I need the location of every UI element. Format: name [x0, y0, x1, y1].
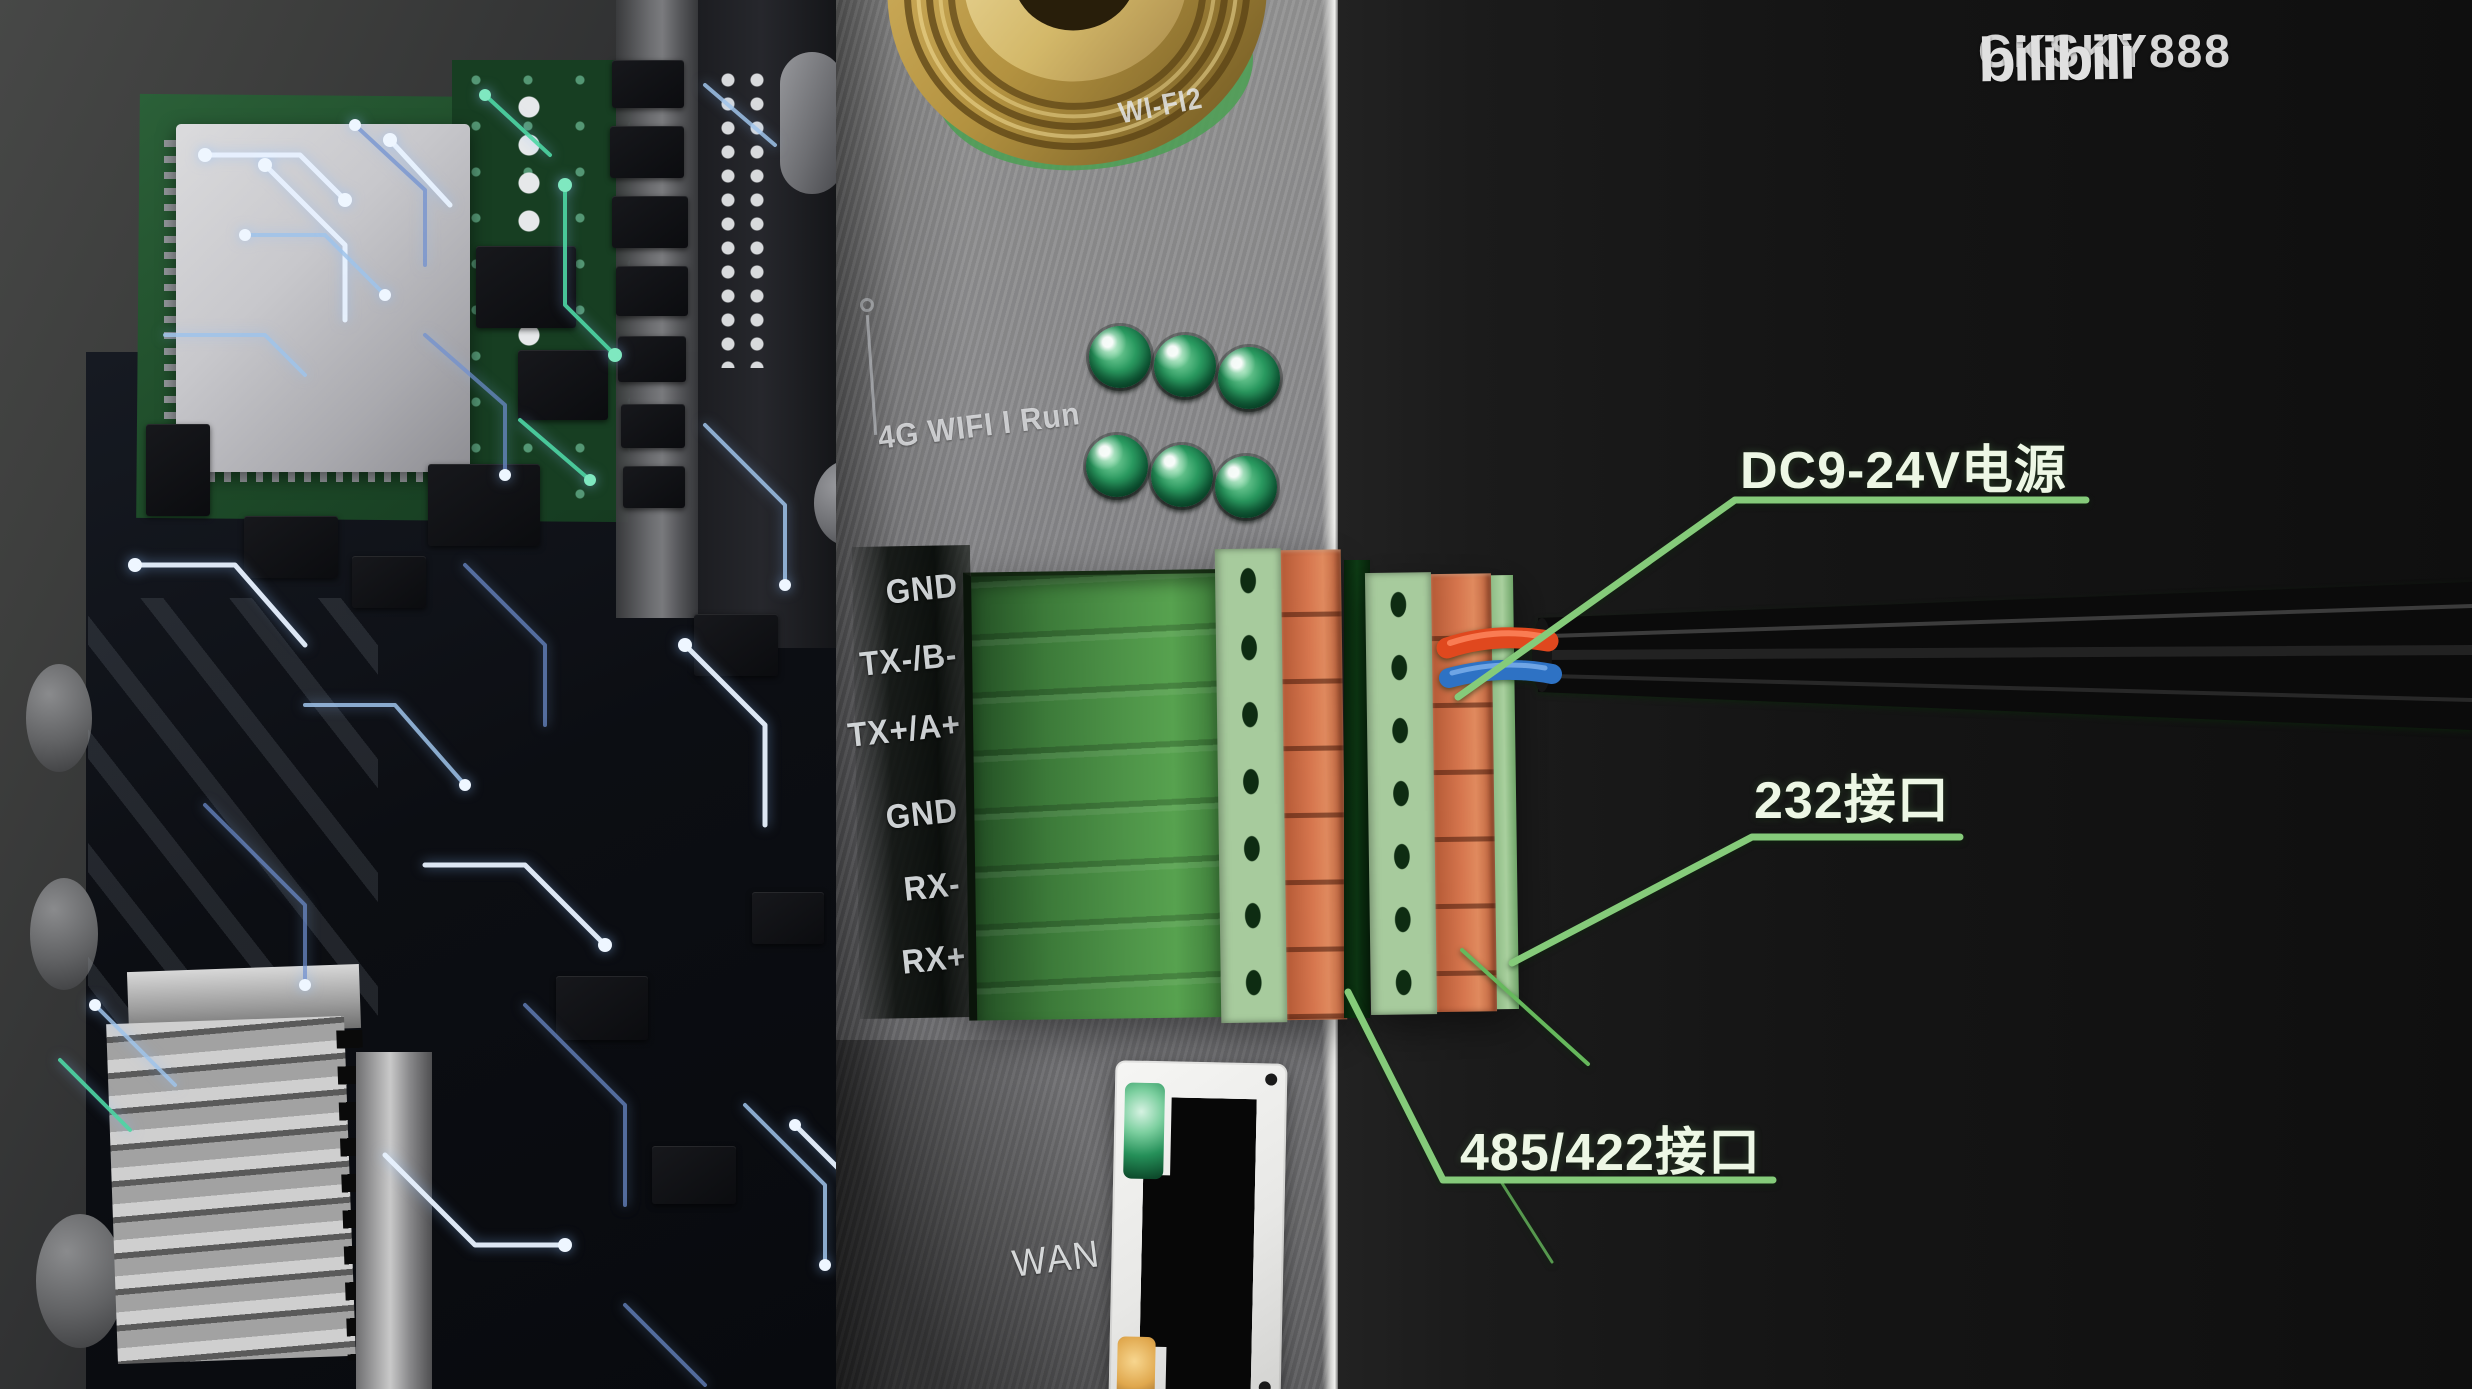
- ic-chip: [610, 126, 684, 178]
- ic-chip: [694, 614, 778, 676]
- ic-chip: [244, 516, 338, 578]
- ic-chip: [146, 424, 210, 516]
- terminal-pin-label: GND: [884, 791, 960, 837]
- status-led-icon: [1154, 335, 1216, 397]
- wan-ethernet-port: [1108, 1060, 1288, 1389]
- status-led-icon: [1218, 347, 1280, 409]
- screw-dot: [1265, 1073, 1278, 1086]
- ic-chip: [428, 464, 540, 546]
- chip-pins-bottom: [176, 470, 468, 482]
- status-led-icon: [1089, 326, 1151, 388]
- terminal-wire-holes: [1214, 548, 1288, 1024]
- terminal-pin-label: RX-: [902, 865, 963, 909]
- status-led-icon: [1151, 445, 1213, 507]
- terminal-pin-label: GND: [884, 566, 960, 612]
- callout-label-rs485: 485/422接口: [1460, 1124, 1761, 1182]
- ic-chip: [618, 336, 686, 382]
- heatsink-bar: [356, 1052, 432, 1389]
- terminal-block-cover: [962, 569, 1222, 1021]
- heatsink-fins: [106, 1015, 356, 1365]
- status-led-icon: [1215, 456, 1277, 518]
- chip-pins-left: [164, 140, 176, 476]
- connector-pin-pads: [714, 68, 772, 368]
- mount-foot: [26, 664, 92, 772]
- ic-chip: [352, 556, 426, 608]
- terminal-contacts: [1280, 549, 1348, 1021]
- ic-chip: [518, 350, 608, 420]
- callout-label-rs232: 232接口: [1754, 772, 1950, 830]
- metal-standoff: [780, 52, 844, 194]
- callout-label-power: DC9-24V电源: [1740, 442, 2067, 500]
- terminal-block-485-422: [961, 547, 1350, 1026]
- screw-dot: [1258, 1381, 1271, 1389]
- antenna-mark-dot: [860, 298, 874, 312]
- ic-chip: [623, 466, 685, 508]
- pcb-trace-bands: [88, 598, 378, 1028]
- main-processor-chip: [176, 124, 470, 472]
- sma-antenna-connector-icon: [887, 0, 1267, 171]
- panel-bottom-shadow: [836, 1040, 1136, 1389]
- mount-foot: [30, 878, 98, 990]
- terminal-block-232-power: [1364, 571, 1520, 1016]
- bilibili-logo: bilibili: [1977, 23, 2134, 96]
- ic-chip: [612, 60, 684, 108]
- ic-chip: [616, 266, 688, 316]
- ic-chip: [752, 892, 824, 944]
- ethernet-link-led-icon: [1123, 1082, 1166, 1180]
- ic-chip: [476, 246, 576, 328]
- watermark-channel-text: CKSKY888: [1978, 25, 2232, 77]
- ic-chip: [612, 196, 688, 248]
- status-led-icon: [1086, 435, 1148, 497]
- ic-chip: [556, 976, 648, 1040]
- ethernet-activity-led-icon: [1116, 1336, 1156, 1389]
- terminal-contacts: [1430, 573, 1498, 1013]
- ic-chip: [652, 1146, 736, 1204]
- terminal-pin-label: RX+: [900, 937, 969, 982]
- mount-foot: [36, 1214, 124, 1348]
- terminal-wire-holes: [1364, 572, 1438, 1016]
- ic-chip: [621, 404, 685, 448]
